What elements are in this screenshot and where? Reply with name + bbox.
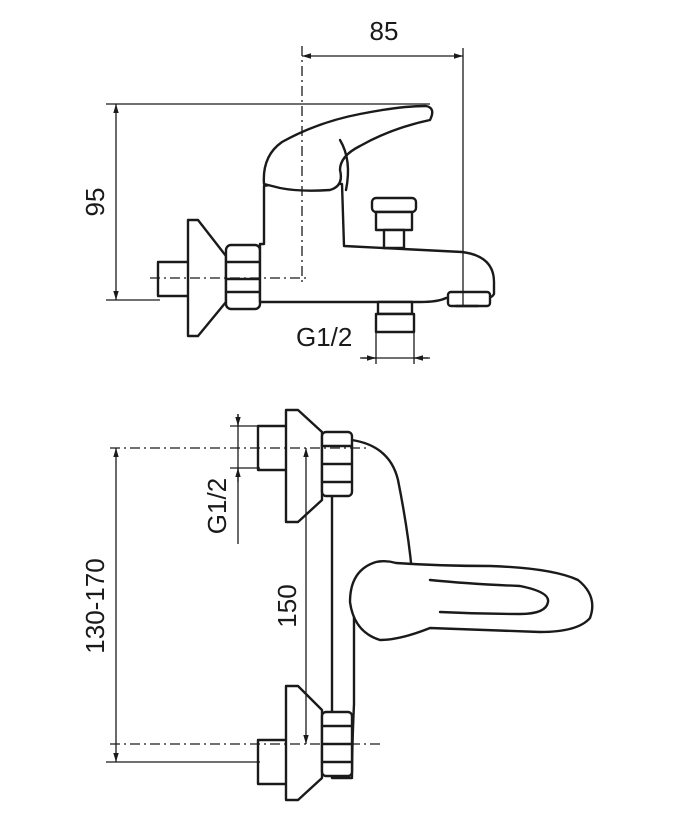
side-spout-outlet [446, 290, 492, 308]
side-union-nut [224, 243, 262, 311]
front-lever-handle [348, 560, 594, 642]
side-view: 85 95 G1/2 [80, 16, 496, 364]
dim-85-label: 85 [370, 16, 399, 46]
side-handle-cap-detail [338, 138, 350, 192]
dim-95-label: 95 [80, 188, 110, 217]
side-diverter-knob [370, 196, 418, 250]
dim-g12-front-label: G1/2 [202, 478, 232, 534]
side-lever-handle [262, 104, 434, 192]
front-top-inlet [256, 408, 354, 524]
dim-150-label: 150 [272, 584, 302, 627]
side-bottom-connector [374, 300, 416, 334]
dim-130-170-label: 130-170 [80, 558, 110, 653]
front-view: 130-170 150 G1/2 [80, 408, 594, 802]
side-inlet-nipple [156, 260, 192, 298]
front-handle-inner-detail [428, 578, 550, 616]
dim-g12-side-label: G1/2 [296, 322, 352, 352]
